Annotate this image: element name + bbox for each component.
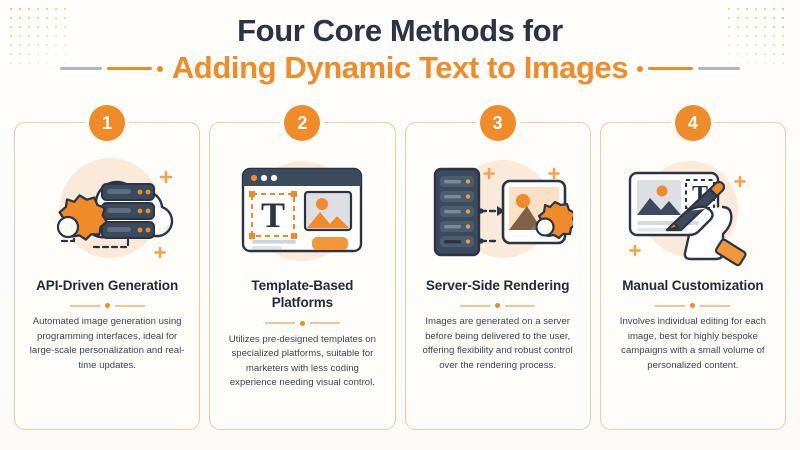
method-card-3[interactable]: 3 <box>404 105 591 430</box>
method-card-4[interactable]: 4 T <box>599 105 786 430</box>
dot-grid-decoration-left <box>10 8 72 70</box>
card-description-4: Involves individual editing for each ima… <box>619 316 766 371</box>
method-cards-row: 1 <box>14 105 786 430</box>
card-divider-3 <box>460 303 536 309</box>
page-title-line-2-row: Adding Dynamic Text to Images <box>0 51 800 85</box>
card-divider-1 <box>69 303 145 309</box>
title-rule-left <box>59 65 163 72</box>
header: Four Core Methods for Adding Dynamic Tex… <box>0 14 800 86</box>
card-title-2: Template-Based Platforms <box>251 278 354 311</box>
card-description-2: Utilizes pre-designed templates on speci… <box>228 333 376 389</box>
card-number-badge-4: 4 <box>674 105 711 141</box>
card-number-badge-3: 3 <box>479 105 516 141</box>
svg-text:T: T <box>261 195 285 235</box>
card-divider-2 <box>264 320 340 326</box>
page-title-line-1: Four Core Methods for <box>237 13 563 48</box>
method-card-1[interactable]: 1 <box>14 105 201 430</box>
card-description-3: Images are generated on a server before … <box>422 316 573 371</box>
dot-grid-decoration-right <box>728 8 790 70</box>
browser-template-editor-icon: T <box>221 149 383 271</box>
title-rule-right <box>637 65 741 72</box>
card-title-3: Server-Side Rendering <box>425 278 570 293</box>
card-divider-4 <box>655 303 731 309</box>
card-number-badge-1: 1 <box>89 105 126 141</box>
card-number-badge-2: 2 <box>284 105 321 141</box>
card-description-1: Automated image generation using program… <box>29 316 185 371</box>
hand-pen-edit-image-icon: T <box>612 149 774 271</box>
card-title-4: Manual Customization <box>622 278 764 293</box>
card-title-1: API-Driven Generation <box>36 278 179 293</box>
server-rack-render-icon <box>417 149 579 271</box>
cloud-server-gear-icon <box>26 149 188 271</box>
page-title-line-2: Adding Dynamic Text to Images <box>171 50 629 86</box>
method-card-2[interactable]: 2 T <box>209 105 396 430</box>
